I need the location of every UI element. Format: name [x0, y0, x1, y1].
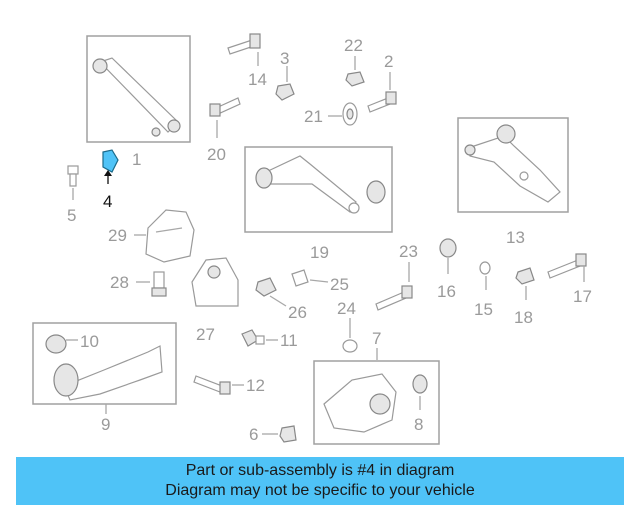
callout-24: 24: [337, 299, 356, 318]
banner-line-2: Diagram may not be specific to your vehi…: [165, 482, 475, 499]
part-29-mount[interactable]: [145, 209, 195, 263]
callout-22: 22: [344, 36, 363, 55]
part-19-upper-arm[interactable]: [244, 146, 393, 233]
callout-17: 17: [573, 287, 592, 306]
callout-26: 26: [288, 303, 307, 322]
part-12-bolt[interactable]: [193, 375, 231, 395]
callout-1: 1: [132, 150, 141, 169]
callout-10: 10: [80, 332, 99, 351]
part-17-bolt[interactable]: [547, 253, 587, 282]
part-23-bolt[interactable]: [375, 262, 413, 311]
part-6-nut[interactable]: [279, 425, 297, 443]
callout-29: 29: [108, 226, 127, 245]
callout-28: 28: [110, 273, 129, 292]
callout-18: 18: [514, 308, 533, 327]
callout-9: 9: [101, 415, 110, 434]
part-3-nut[interactable]: [275, 66, 295, 101]
part-27-bracket[interactable]: [191, 257, 239, 307]
part-4-bracket[interactable]: [102, 149, 119, 184]
part-13-lower-arm[interactable]: [457, 117, 569, 213]
callout-25: 25: [330, 275, 349, 294]
callout-23: 23: [399, 242, 418, 261]
part-25-clip[interactable]: [291, 269, 329, 287]
callout-21: 21: [304, 107, 323, 126]
info-banner: Part or sub-assembly is #4 in diagram Di…: [16, 457, 624, 505]
part-5-bolt[interactable]: [67, 165, 79, 200]
callout-16: 16: [437, 282, 456, 301]
callout-27: 27: [196, 325, 215, 344]
part-11-bolt[interactable]: [241, 329, 265, 347]
callout-15: 15: [474, 300, 493, 319]
part-2-bolt[interactable]: [367, 72, 397, 113]
callout-2: 2: [384, 52, 393, 71]
part-18-nut[interactable]: [515, 267, 535, 300]
callout-12: 12: [246, 376, 265, 395]
part-28-screw[interactable]: [151, 271, 167, 297]
callout-6: 6: [249, 425, 258, 444]
callout-19: 19: [310, 243, 329, 262]
callout-4: 4: [103, 192, 112, 211]
callout-20: 20: [207, 145, 226, 164]
part-20-bolt[interactable]: [209, 97, 241, 138]
part-14-bolt[interactable]: [227, 33, 261, 66]
callout-8: 8: [414, 415, 423, 434]
part-26-nut[interactable]: [255, 277, 287, 307]
part-7-knuckle[interactable]: [313, 360, 440, 445]
part-15-washer[interactable]: [479, 261, 491, 290]
part-16-bushing[interactable]: [439, 238, 457, 274]
part-22-nut[interactable]: [345, 56, 365, 87]
callout-14: 14: [248, 70, 267, 89]
callout-13: 13: [506, 228, 525, 247]
callout-5: 5: [67, 206, 76, 225]
callout-7: 7: [372, 329, 381, 348]
part-1-control-arm[interactable]: [86, 35, 191, 143]
callout-11: 11: [280, 331, 298, 350]
banner-line-1: Part or sub-assembly is #4 in diagram: [185, 462, 455, 479]
callout-3: 3: [280, 49, 289, 68]
part-9-trailing-arm[interactable]: [32, 322, 177, 405]
part-21-washer[interactable]: [328, 102, 358, 126]
part-24-washer[interactable]: [342, 318, 358, 353]
